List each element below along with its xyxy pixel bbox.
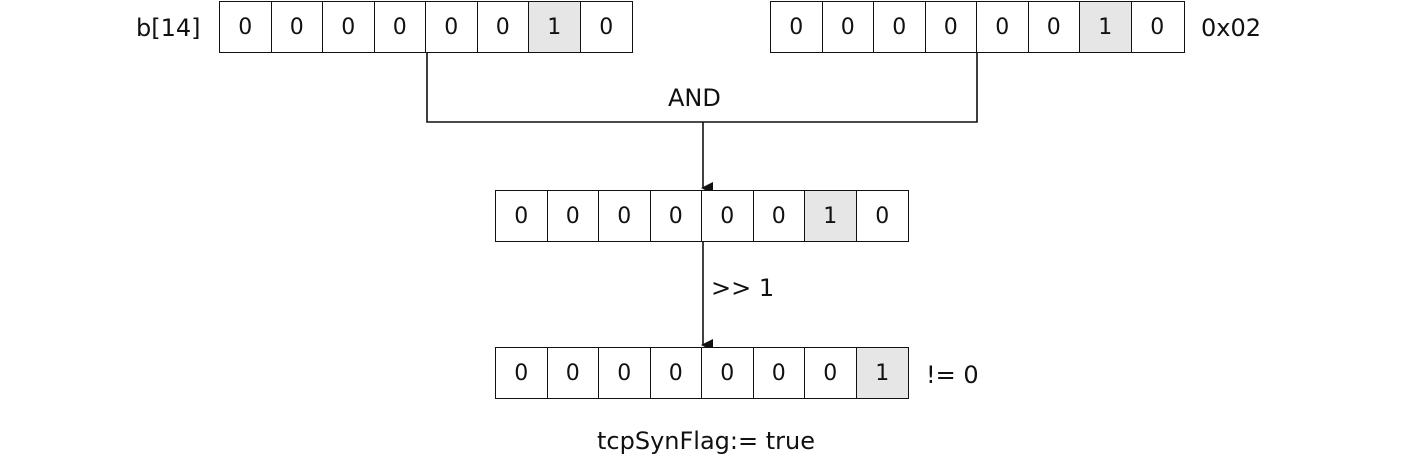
bit-cell: 0: [875, 203, 890, 229]
bit-cell: 0: [272, 2, 323, 52]
bit-cell: 0: [220, 2, 272, 52]
bit-cell: 1: [805, 191, 857, 241]
bit-cell: 0: [823, 2, 874, 52]
bit-cell: 0: [478, 2, 529, 52]
bit-cell: 1: [856, 348, 908, 398]
and-operation-label: AND: [668, 84, 721, 112]
bit-cell: 1: [529, 2, 581, 52]
bit-cell: 0: [426, 2, 478, 52]
bit-cell: 0: [651, 348, 702, 398]
bit-cell: 0: [1150, 14, 1165, 40]
bit-cell: 0: [496, 348, 548, 398]
bit-cell: 0: [1029, 2, 1080, 52]
bit-cell: 0: [702, 348, 754, 398]
nonzero-check-label: != 0: [926, 361, 979, 389]
bit-cell: 1: [1080, 2, 1132, 52]
bit-cell: 0: [496, 191, 548, 241]
bit-cell: 0: [771, 2, 823, 52]
mask-byte-label: 0x02: [1201, 14, 1262, 42]
bit-cell: 0: [977, 2, 1029, 52]
bit-cell: 0: [805, 348, 857, 398]
shift-operation-label: >> 1: [711, 274, 775, 302]
bit-cell: 0: [599, 348, 651, 398]
bit-cell: 0: [599, 14, 614, 40]
bit-cell: 0: [548, 348, 599, 398]
bit-cell: 0: [599, 191, 651, 241]
bit-cell: 0: [702, 191, 754, 241]
bit-cell: 0: [548, 191, 599, 241]
bit-cell: 0: [754, 191, 805, 241]
bit-cell: 0: [323, 2, 375, 52]
bit-cell: 0: [375, 2, 426, 52]
input-byte-label: b[14]: [136, 14, 201, 42]
result-label: tcpSynFlag:= true: [597, 427, 815, 455]
bit-cell: 0: [926, 2, 977, 52]
bit-cell: 0: [651, 191, 702, 241]
bit-cell: 0: [754, 348, 805, 398]
bit-cell: 0: [874, 2, 926, 52]
